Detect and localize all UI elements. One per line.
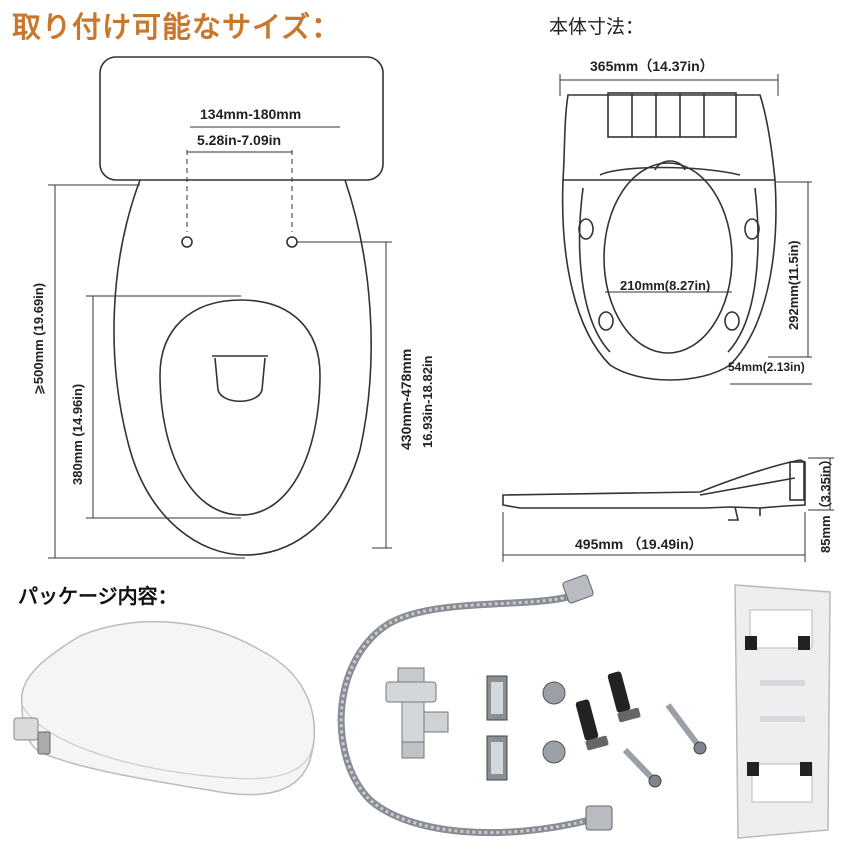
cap-2 bbox=[542, 740, 566, 764]
body-dimension-lines bbox=[559, 74, 812, 385]
body-width-label: 365mm（14.37in） bbox=[590, 58, 714, 74]
rear-offset-label: 54mm(2.13in) bbox=[728, 360, 805, 374]
rubber-anchor-item-2 bbox=[575, 699, 609, 751]
package-contents bbox=[13, 574, 831, 839]
side-dimension-lines bbox=[502, 457, 834, 562]
mount-size-title: 取り付け可能なサイズ： bbox=[12, 12, 342, 44]
opening-width-label: 210mm(8.27in) bbox=[620, 278, 711, 293]
opening-depth-label: 292mm(11.5in) bbox=[786, 240, 801, 330]
bolt-to-front-in-label: 16.93in-18.82in bbox=[420, 355, 435, 449]
bolt-spacing-in-label: 5.28in-7.09in bbox=[197, 132, 282, 148]
screw-item-2 bbox=[622, 747, 662, 788]
seat-side-view bbox=[502, 459, 806, 521]
bolt-to-front-mm-label: 430mm-478mm bbox=[398, 348, 414, 450]
body-length-label: 495mm （19.49in） bbox=[575, 536, 703, 552]
body-size-title: 本体寸法： bbox=[549, 17, 645, 38]
package-title: パッケージ内容： bbox=[18, 586, 178, 608]
bidet-seat-item bbox=[13, 620, 316, 796]
bolt-spacing-mm-label: 134mm-180mm bbox=[200, 106, 302, 122]
seat-top-view bbox=[561, 92, 777, 381]
t-valve-item bbox=[385, 667, 449, 759]
braided-hose-item bbox=[337, 574, 613, 837]
mount-dimension-lines bbox=[48, 126, 392, 559]
rubber-anchor-item-1 bbox=[607, 671, 641, 723]
total-length-label: ⩾500mm (19.69in) bbox=[31, 282, 46, 395]
cap-1 bbox=[542, 681, 566, 705]
bowl-length-label: 380mm (14.96in) bbox=[70, 383, 85, 485]
screw-item-1 bbox=[665, 703, 707, 755]
mounting-plate-item bbox=[734, 584, 831, 839]
body-height-label: 85mm（3.35in） bbox=[818, 452, 833, 553]
